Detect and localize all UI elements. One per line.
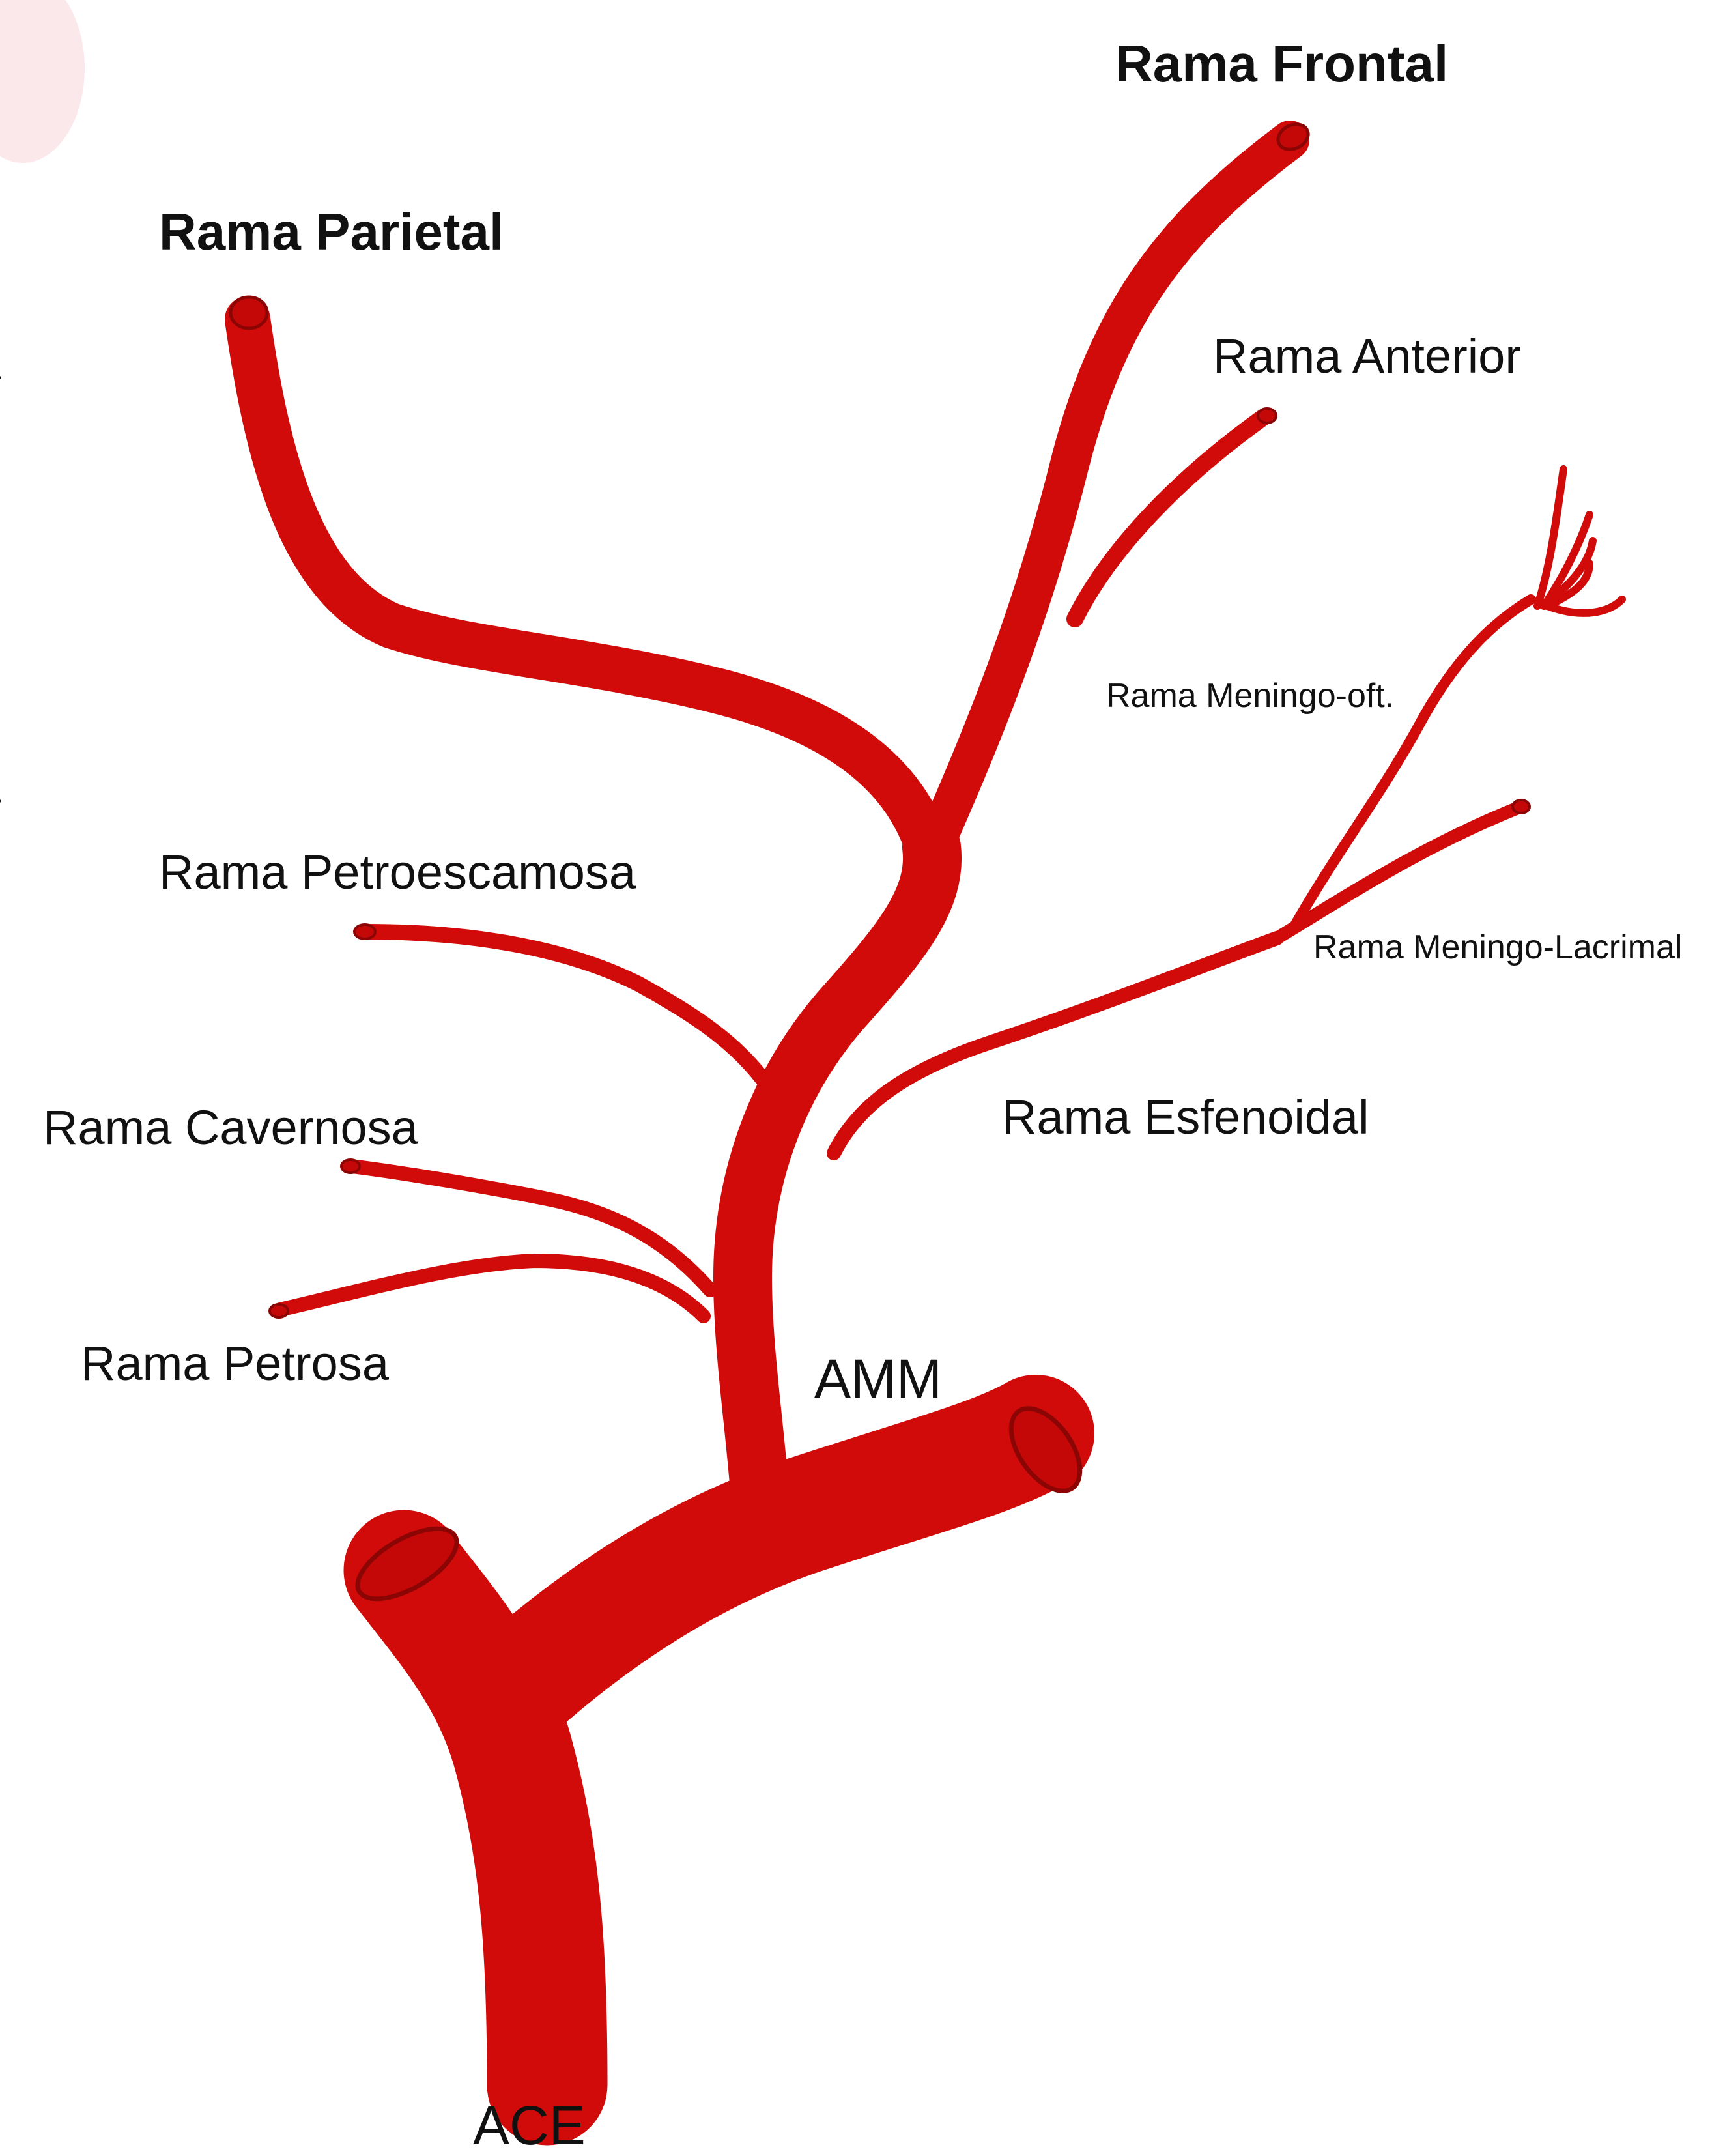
label-rama-anterior: Rama Anterior — [1213, 332, 1521, 381]
meningo-lacrimal-branch — [1277, 808, 1518, 938]
meningo-lacrimal-end-opening — [1513, 800, 1530, 813]
label-rama-meningo-lacrimal: Rama Meningo-Lacrimal — [1313, 930, 1682, 964]
petroescamosa-branch — [365, 932, 782, 1108]
parietal-branch — [248, 319, 932, 860]
cavernosa-branch — [352, 1166, 710, 1290]
meningo-oft-branch — [1293, 599, 1531, 928]
anterior-branch — [1075, 417, 1264, 619]
label-rama-meningo-oft: Rama Meningo-oft. — [1106, 679, 1394, 713]
cavernosa-end-opening — [341, 1160, 360, 1173]
label-rama-cavernosa: Rama Cavernosa — [43, 1104, 418, 1152]
petrosa-end-opening — [270, 1304, 288, 1317]
parietal-end-opening — [231, 297, 267, 328]
label-rama-esfenoidal: Rama Esfenoidal — [1002, 1093, 1369, 1142]
label-rama-petrosa: Rama Petrosa — [81, 1340, 389, 1388]
label-rama-frontal: Rama Frontal — [1115, 38, 1448, 90]
label-ace: ACE — [473, 2098, 586, 2153]
petroescamosa-end-opening — [354, 925, 375, 939]
label-rama-parietal: Rama Parietal — [159, 206, 504, 258]
anterior-end-opening — [1258, 409, 1276, 423]
frontal-branch — [925, 140, 1290, 867]
petrosa-branch — [280, 1261, 704, 1316]
label-rama-petroescamosa: Rama Petroescamosa — [159, 848, 636, 897]
label-amm: AMM — [814, 1351, 942, 1406]
